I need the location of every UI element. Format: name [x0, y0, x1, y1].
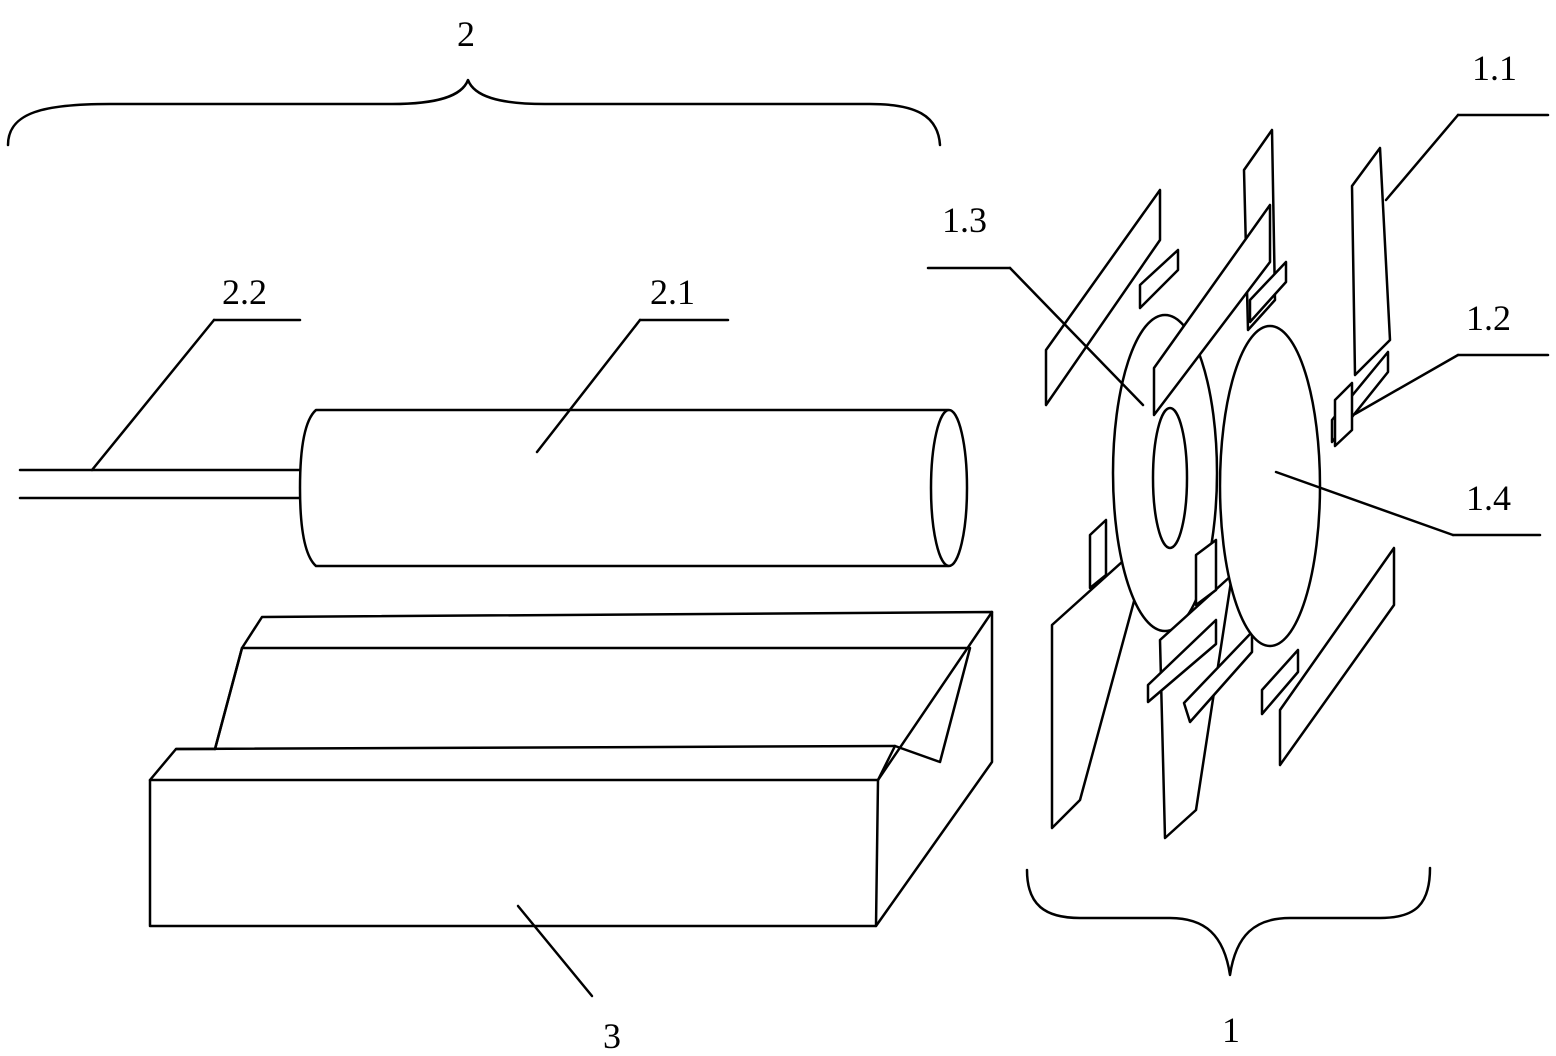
label-cylinder-2-1: 2.1 — [650, 272, 695, 312]
label-assembly-1: 1 — [1222, 1010, 1240, 1050]
base-block-3 — [150, 612, 992, 926]
label-small-clip-1-2: 1.2 — [1466, 298, 1511, 338]
label-annular-disk-1-3: 1.3 — [942, 200, 987, 240]
solid-disk-1-4 — [1220, 326, 1320, 646]
label-base-3: 3 — [603, 1016, 621, 1056]
assembly-1 — [1046, 130, 1394, 838]
label-assembly-2: 2 — [457, 14, 475, 54]
label-plate-strip-1-1: 1.1 — [1472, 48, 1517, 88]
small-clip-1-2 — [1335, 383, 1352, 446]
label-cable-2-2: 2.2 — [222, 272, 267, 312]
leader-2-2 — [92, 320, 300, 470]
label-solid-disk-1-4: 1.4 — [1466, 478, 1511, 518]
brace-assembly-1 — [1027, 868, 1430, 975]
cable-2-2 — [20, 470, 300, 498]
brace-assembly-2 — [8, 80, 940, 145]
cylinder-2-1 — [300, 410, 967, 566]
leader-1-1 — [1386, 115, 1548, 200]
